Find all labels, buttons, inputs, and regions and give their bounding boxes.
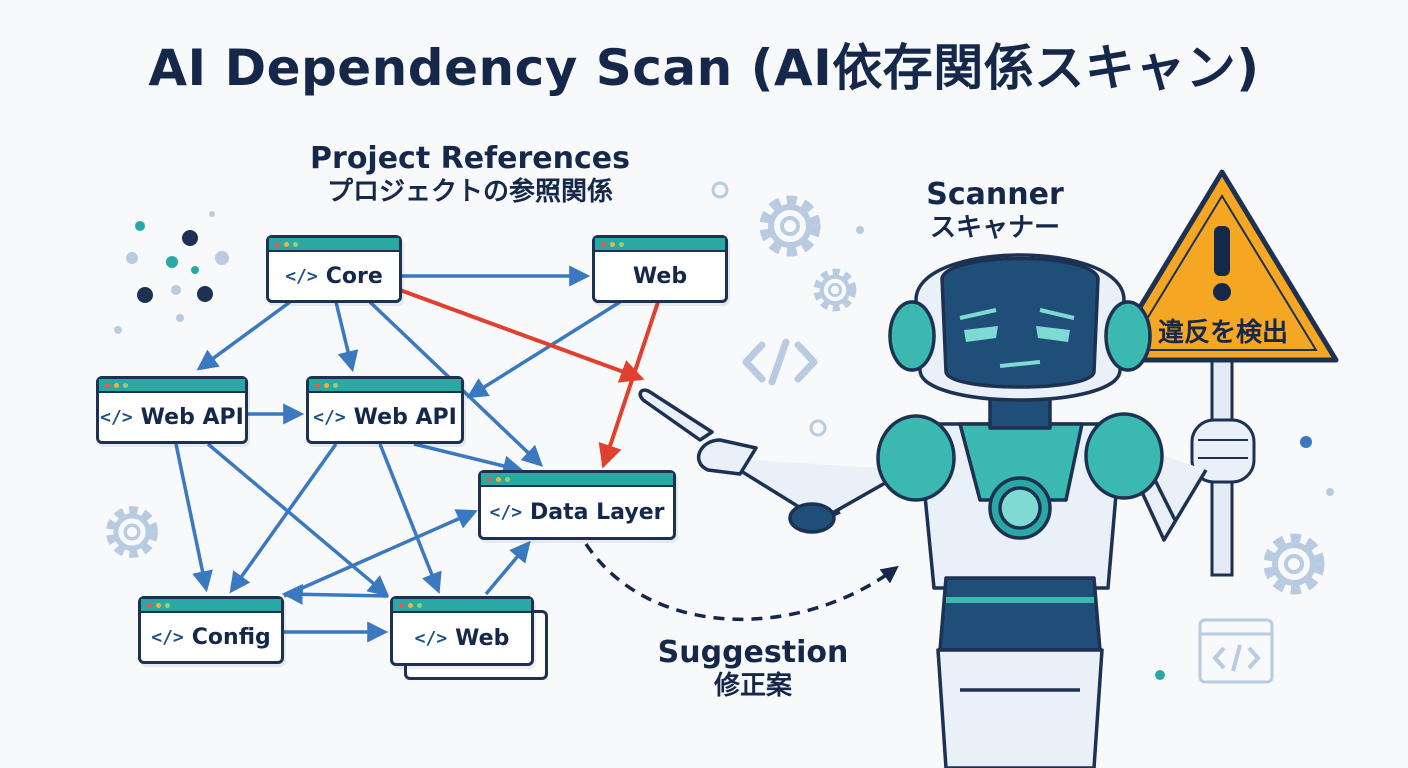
warning-sign bbox=[1105, 169, 1339, 577]
scanner-en: Scanner bbox=[926, 177, 1064, 212]
node-config[interactable]: </> Config bbox=[138, 596, 284, 664]
node-data-layer[interactable]: </> Data Layer bbox=[478, 470, 676, 540]
node-label: Web API bbox=[140, 404, 244, 430]
node-label: Core bbox=[325, 263, 383, 289]
node-web-api-left[interactable]: </> Web API bbox=[96, 376, 248, 444]
node-label: Web bbox=[455, 625, 510, 651]
node-label: Web API bbox=[353, 404, 457, 430]
project-references-en: Project References bbox=[310, 141, 630, 176]
node-label: Web bbox=[632, 263, 688, 289]
project-references-label: Project References プロジェクトの参照関係 bbox=[270, 142, 670, 208]
code-icon: </> bbox=[285, 265, 318, 287]
scanner-label: Scanner スキャナー bbox=[900, 178, 1090, 244]
node-web-bottom[interactable]: </> Web bbox=[390, 596, 534, 666]
code-icon: </> bbox=[489, 501, 523, 523]
reference-arrows bbox=[174, 265, 621, 643]
gear-icon bbox=[764, 200, 816, 252]
warning-sign-text: 違反を検出 bbox=[1157, 318, 1288, 348]
code-icon: </> bbox=[151, 626, 184, 648]
node-label: Data Layer bbox=[530, 499, 665, 525]
gear-icon bbox=[110, 510, 154, 554]
code-icon bbox=[742, 338, 818, 386]
code-icon: </> bbox=[313, 406, 346, 428]
node-label: Config bbox=[191, 624, 271, 650]
node-web-api-mid[interactable]: </> Web API bbox=[306, 376, 464, 444]
node-core[interactable]: </> Core bbox=[266, 235, 402, 303]
suggestion-label: Suggestion 修正案 bbox=[648, 636, 858, 702]
robot bbox=[638, 253, 1208, 768]
code-icon: </> bbox=[414, 627, 448, 649]
gear-icon bbox=[1268, 538, 1320, 590]
browser-code-icon bbox=[1198, 618, 1274, 684]
suggestion-jp: 修正案 bbox=[713, 671, 792, 701]
project-references-jp: プロジェクトの参照関係 bbox=[326, 177, 613, 207]
code-icon: </> bbox=[100, 406, 133, 428]
node-web-top[interactable]: Web bbox=[592, 235, 728, 303]
scanner-jp: スキャナー bbox=[929, 213, 1060, 243]
suggestion-en: Suggestion bbox=[657, 635, 849, 670]
gear-icon bbox=[817, 272, 853, 308]
suggestion-arrow bbox=[584, 543, 899, 622]
warning-icon bbox=[1213, 226, 1231, 301]
violation-arrows bbox=[399, 288, 660, 469]
page-title: AI Dependency Scan (AI依存関係スキャン) bbox=[148, 39, 1260, 97]
